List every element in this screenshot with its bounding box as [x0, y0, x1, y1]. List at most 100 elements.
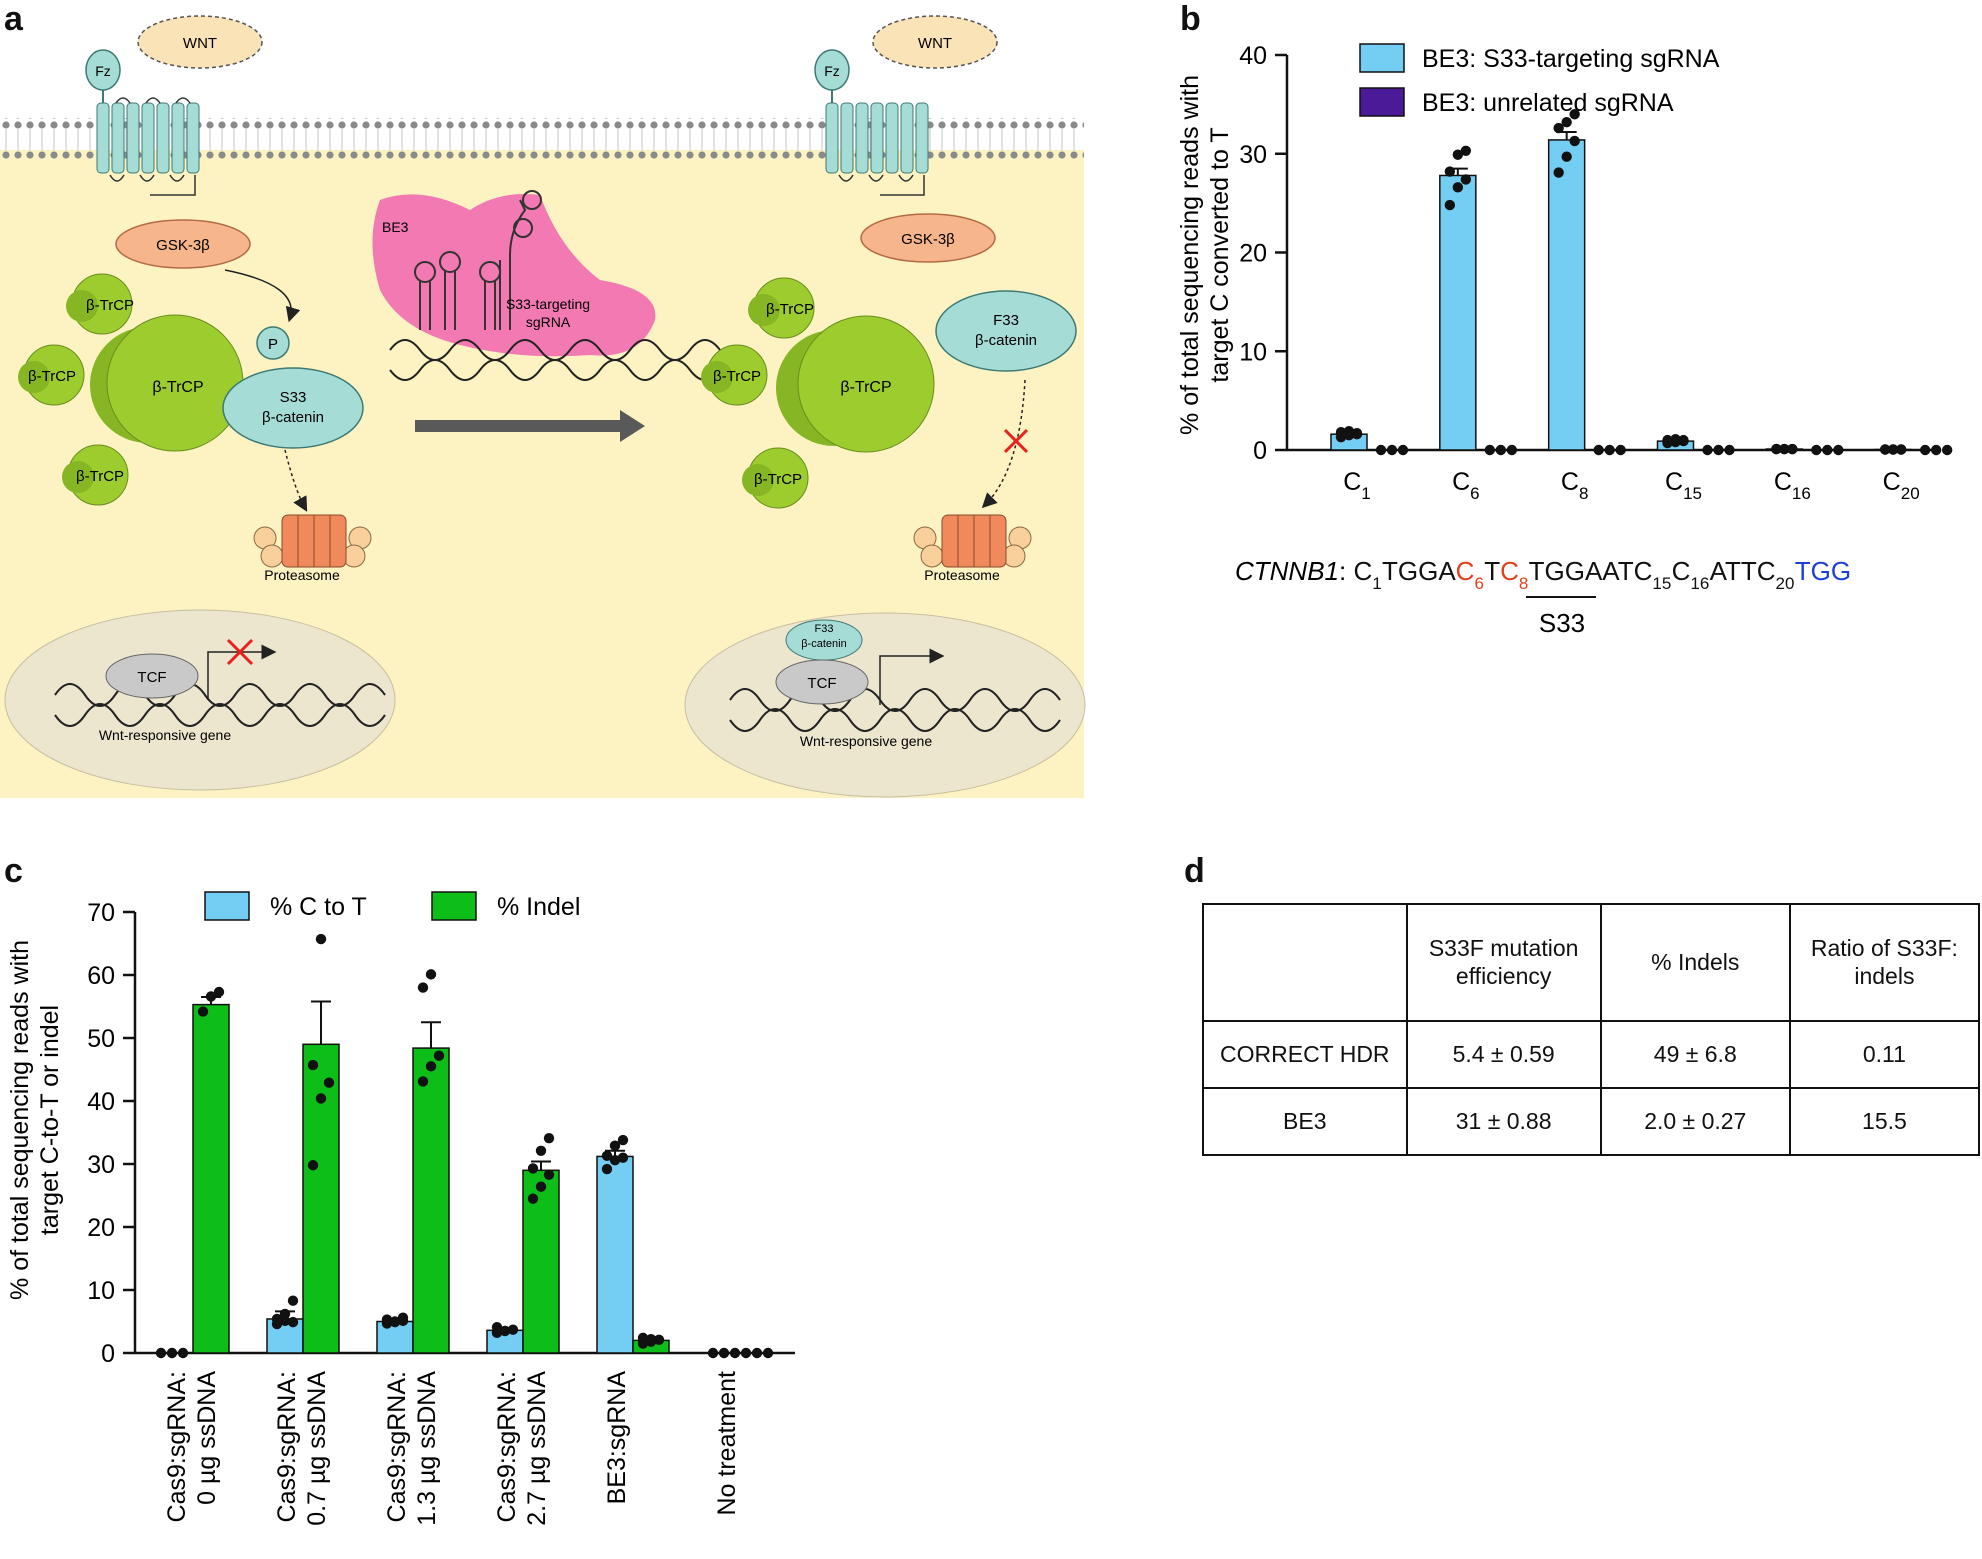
data-point — [417, 982, 429, 993]
data-point — [1569, 135, 1580, 147]
data-point — [1724, 444, 1735, 456]
data-point — [1930, 444, 1942, 456]
legend-label: BE3: S33-targeting sgRNA — [1422, 45, 1720, 73]
legend-label: % C to T — [270, 893, 367, 921]
right-inhibition-x — [1003, 428, 1029, 454]
codon-label: S33 — [1539, 608, 1585, 638]
svg-text:sgRNA: sgRNA — [526, 314, 571, 330]
data-point — [1452, 149, 1464, 160]
panel-label-d: d — [1184, 852, 1205, 890]
data-point — [166, 1347, 178, 1359]
y-tick-label: 40 — [1239, 42, 1267, 70]
left-gsk3b: GSK-3β — [115, 219, 251, 269]
data-point — [1569, 109, 1580, 120]
data-point — [535, 1181, 547, 1192]
legend-swatch — [204, 891, 250, 921]
data-point — [1375, 444, 1387, 456]
x-tick-label-line: Cas9:sgRNA: — [493, 1371, 521, 1522]
svg-text:F33: F33 — [815, 623, 834, 635]
svg-text:GSK-3β: GSK-3β — [901, 231, 955, 248]
table-cell: 15.5 — [1788, 1086, 1981, 1157]
svg-text:β-catenin: β-catenin — [801, 638, 846, 650]
data-point — [425, 969, 437, 980]
data-point — [751, 1347, 763, 1359]
data-point — [1444, 166, 1456, 177]
left-btrcp-small-2: β-TrCP — [18, 344, 85, 406]
data-point — [417, 1076, 429, 1087]
x-tick-sub: 15 — [1683, 484, 1702, 503]
data-point — [389, 1316, 401, 1327]
data-point — [197, 1006, 209, 1017]
data-point — [1895, 444, 1907, 455]
x-tick-sub: 6 — [1470, 484, 1479, 503]
left-btrcp-small-3: β-TrCP — [62, 444, 129, 506]
sequence-subscript: 8 — [1519, 574, 1528, 593]
right-wnt-ligand: WNT — [872, 15, 998, 69]
data-point — [177, 1347, 189, 1359]
data-point — [637, 1332, 649, 1344]
data-point — [1452, 182, 1464, 193]
y-axis-label-line: target C-to-T or indel — [36, 1005, 64, 1235]
svg-text:Wnt-responsive gene: Wnt-responsive gene — [800, 733, 933, 749]
x-tick-label: BE3:sgRNA — [603, 1371, 631, 1505]
left-phosphate: P — [256, 326, 290, 360]
x-tick-label-line: Cas9:sgRNA: — [383, 1371, 411, 1522]
data-point — [527, 1163, 539, 1174]
data-point — [617, 1134, 629, 1146]
y-tick-label: 30 — [87, 1151, 115, 1179]
svg-text:β-TrCP: β-TrCP — [86, 297, 134, 314]
right-btrcp-small-2: β-TrCP — [701, 344, 768, 406]
data-point — [1495, 444, 1507, 456]
data-point — [1343, 426, 1355, 437]
be3-complex: BE3 S33-targeting sgRNA — [372, 190, 656, 357]
x-tick-base: C — [1665, 468, 1683, 496]
left-wnt-label: WNT — [183, 35, 217, 52]
right-gsk3b: GSK-3β — [860, 213, 996, 263]
sequence-base: C — [1353, 556, 1372, 586]
right-btrcp-small-1: β-TrCP — [748, 277, 815, 339]
sequence-base: C — [1672, 556, 1691, 586]
data-point — [1397, 444, 1409, 456]
data-point — [307, 1059, 319, 1071]
legend-swatch — [431, 891, 477, 921]
x-tick-label: Cas9:sgRNA:0.7 µg ssDNA — [273, 1371, 331, 1526]
right-beta-catenin-f33: F33 β-catenin — [935, 290, 1077, 372]
data-point — [1386, 444, 1398, 456]
data-point — [645, 1333, 657, 1345]
x-tick-sub: 8 — [1579, 484, 1588, 503]
data-point — [1561, 116, 1572, 128]
table-cell: 5.4 ± 0.59 — [1405, 1019, 1602, 1089]
data-point — [543, 1132, 555, 1144]
x-tick-label-line: Cas9:sgRNA: — [163, 1371, 191, 1522]
table-header-row: S33F mutation efficiency % Indels Ratio … — [1202, 903, 1981, 1022]
table-row: BE3 31 ± 0.88 2.0 ± 0.27 15.5 — [1202, 1086, 1981, 1157]
sequence-separator: : — [1339, 556, 1353, 586]
svg-text:BE3: BE3 — [382, 219, 409, 235]
y-tick-label: 20 — [87, 1214, 115, 1242]
panel-label-a: a — [4, 0, 23, 38]
svg-text:TCF: TCF — [807, 675, 836, 692]
right-frizzled-receptor: Fz — [814, 49, 929, 196]
data-point — [1561, 151, 1572, 162]
data-point — [1887, 444, 1899, 455]
table-header-cell: S33F mutation efficiency — [1405, 903, 1602, 1022]
x-tick-base: C — [1774, 468, 1792, 496]
y-tick-label: 70 — [87, 899, 115, 927]
data-point — [535, 1145, 547, 1156]
data-point — [397, 1312, 409, 1323]
gene-name: CTNNB1 — [1235, 556, 1339, 586]
data-point — [1678, 434, 1689, 446]
right-btrcp-large: β-TrCP — [776, 315, 935, 453]
x-tick-sub: 1 — [1361, 484, 1370, 503]
data-point — [653, 1334, 665, 1345]
x-tick-label: C8 — [1561, 468, 1589, 503]
data-point — [1787, 443, 1798, 455]
sequence-subscript: 1 — [1372, 574, 1381, 593]
data-point — [609, 1155, 621, 1166]
x-tick-base: C — [1343, 468, 1361, 496]
data-point — [1702, 444, 1713, 456]
table-cell: BE3 — [1202, 1086, 1408, 1157]
summary-table: S33F mutation efficiency % Indels Ratio … — [1202, 903, 1981, 1157]
data-point — [1919, 444, 1931, 456]
data-point — [1351, 429, 1363, 440]
